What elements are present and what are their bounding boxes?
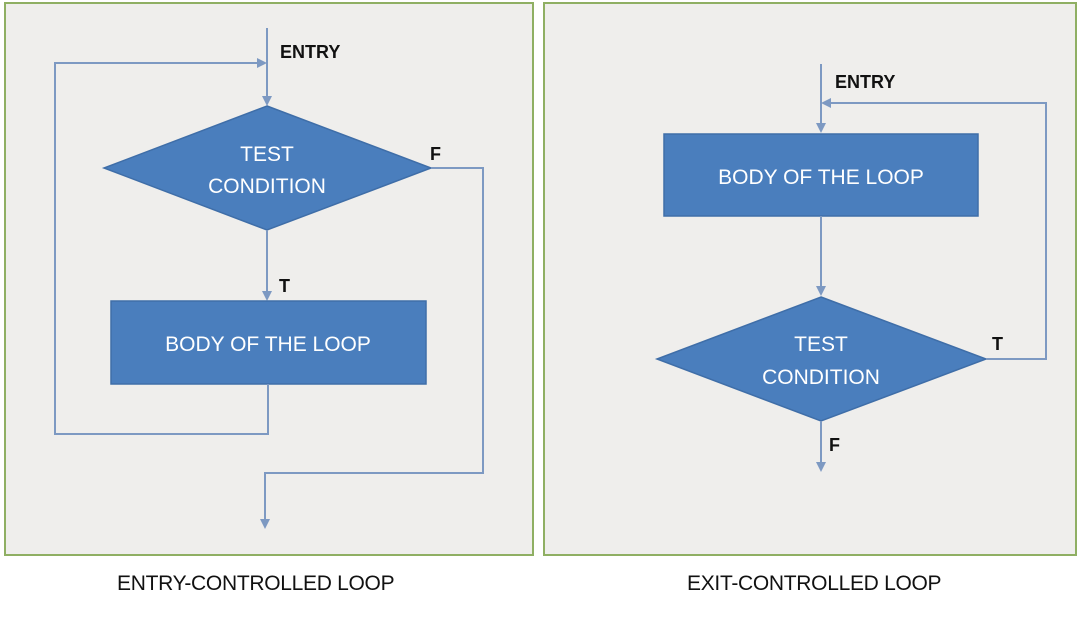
loop-back-connector [821, 98, 1047, 360]
decision-line-2: CONDITION [208, 175, 326, 198]
test-condition-decision [101, 105, 434, 231]
decision-line-2: CONDITION [762, 366, 880, 389]
test-condition-decision [654, 296, 989, 422]
entry-label: ENTRY [835, 72, 895, 92]
loop-back-connector [54, 58, 269, 435]
entry-label: ENTRY [280, 42, 340, 62]
exit-controlled-flowchart: ENTRY BODY OF THE LOOP TEST CONDITION T … [654, 64, 1047, 472]
true-label: T [992, 334, 1003, 354]
decision-line-1: TEST [240, 143, 294, 166]
decision-line-1: TEST [794, 333, 848, 356]
exit-controlled-caption: EXIT-CONTROLLED LOOP [687, 572, 942, 595]
false-exit-connector [260, 167, 484, 529]
false-label: F [829, 435, 840, 455]
exit-controlled-panel [543, 2, 1077, 556]
true-label: T [279, 276, 290, 296]
body-label: BODY OF THE LOOP [718, 166, 924, 189]
body-of-loop-box [110, 300, 427, 385]
entry-controlled-flowchart: ENTRY TEST CONDITION T BODY OF THE LOOP … [54, 28, 484, 529]
false-label: F [430, 144, 441, 164]
entry-controlled-panel [4, 2, 534, 556]
body-of-loop-box [663, 133, 979, 217]
entry-controlled-caption: ENTRY-CONTROLLED LOOP [117, 572, 395, 595]
body-label: BODY OF THE LOOP [165, 333, 371, 356]
